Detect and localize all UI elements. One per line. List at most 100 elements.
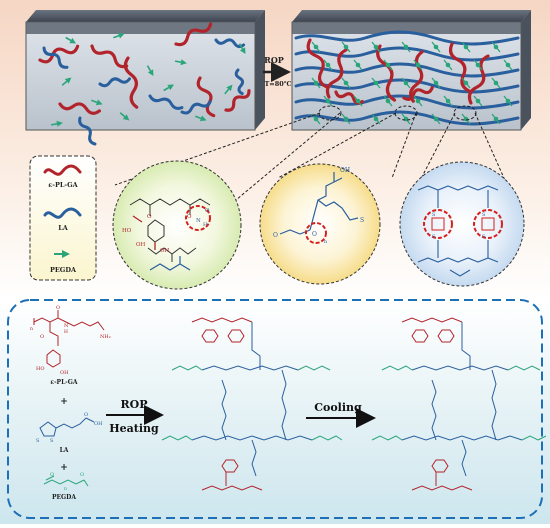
peplga-chain [224,89,251,112]
peplga-chain [58,102,101,115]
network-heated [161,317,343,491]
pegda-node [325,98,331,104]
legend-swatch-peplga [43,164,82,176]
monomer-label-pegda: PEGDA [52,494,76,501]
pegda-node [343,80,349,86]
atom-label: N [196,218,201,224]
atom-label: O [84,412,88,418]
la-linker [251,322,261,370]
peplga-network-chain [402,86,434,101]
atom-label: S [432,234,436,240]
la-chain [98,77,131,88]
atom-label: N [64,323,69,329]
catechol-ring [227,329,245,343]
atom-label: H [64,329,68,335]
pegda-arm [507,365,541,371]
legend-swatch-la [43,207,82,219]
pegda-arm [161,435,193,441]
pegda-arm [521,435,547,441]
monomer-peplga: O N H O OH HO NH₂ n ε-PL-GA [30,305,111,386]
monomer-label-la: LA [60,447,69,454]
pegda-node [445,62,451,68]
pegda-node [385,98,391,104]
pegda-node [355,98,361,104]
network-cooled [371,317,547,491]
pegda-node [403,116,409,122]
container-after-contents [294,30,520,126]
la-network-chain [294,30,520,46]
pegda-node [493,80,499,86]
atom-label: S [432,212,436,218]
atom-label: HO [36,366,44,372]
container-before-contents [38,22,251,146]
pegda-arm [371,435,403,441]
pegda-arm [171,365,203,371]
legend-swatch-pegda [54,250,70,258]
peplga-chain [123,56,139,109]
atom-label: O [56,305,60,311]
pegda-node [505,98,511,104]
pegda-node [505,62,511,68]
pegda-node [463,80,469,86]
atom-label: O [273,232,278,239]
pegda-node [313,116,319,122]
arrow-top-label: ROP [264,55,284,65]
peplga-network-chain [376,44,397,102]
arrow-bottom-label: T=80℃ [264,80,291,88]
peplga-chain [174,22,213,47]
atom-label: HO [122,228,132,234]
atom-label: OH [60,370,69,376]
pegda-molecule [146,65,154,77]
la-linker [491,369,497,441]
atom-label: S [36,438,40,444]
pegda-node [325,62,331,68]
pegda-arm [311,435,343,441]
la-backbone [201,365,299,371]
atom-label: n [324,239,328,245]
catechol-ring [437,329,455,343]
pegda-node [403,44,409,50]
catechol-ring [221,459,239,473]
legend-label-la: LA [58,224,69,232]
atom-label: O [312,231,317,238]
atom-label: OH [340,167,350,174]
atom-label: n [64,487,67,492]
atom-label: OH [160,248,170,254]
la-chain [42,46,69,69]
zoom-circle-crosslink-peplga: HO OH OH O O N H O [112,160,242,290]
pegda-arm [297,365,331,371]
la-network-chain [294,110,520,126]
peplga-chain [38,44,80,64]
pegda-node [493,116,499,122]
catechol-ring [201,329,219,343]
pegda-node [475,98,481,104]
la-chain [148,94,184,110]
monomer-la: S S OH O LA [36,412,103,454]
la-chain [214,38,246,49]
pegda-molecule [119,112,130,121]
la-linker [221,379,227,441]
la-chain [234,68,245,96]
la-backbone [401,435,523,441]
pegda-node [493,44,499,50]
pegda-molecule [65,36,77,44]
la-linker [251,439,257,477]
pegda-node [475,62,481,68]
atom-label: S [482,212,486,218]
pegda-node [433,80,439,86]
la-linker [461,322,471,370]
peplga-network-chain [409,50,424,103]
pegda-node [433,44,439,50]
pegda-node [445,98,451,104]
catechol-ring [431,459,449,473]
atom-label: H [203,222,208,228]
pegda-node [343,44,349,50]
peplga-chain [90,44,129,69]
peplga-backbone [411,485,473,491]
peplga-network-chain [467,54,490,105]
la-chain [180,100,212,115]
atom-label: S [50,438,54,444]
zoom-circle-la-unit: O OH S O n [259,163,381,285]
pegda-node [313,80,319,86]
reaction-arrow-cooling-label: Cooling [314,401,362,414]
